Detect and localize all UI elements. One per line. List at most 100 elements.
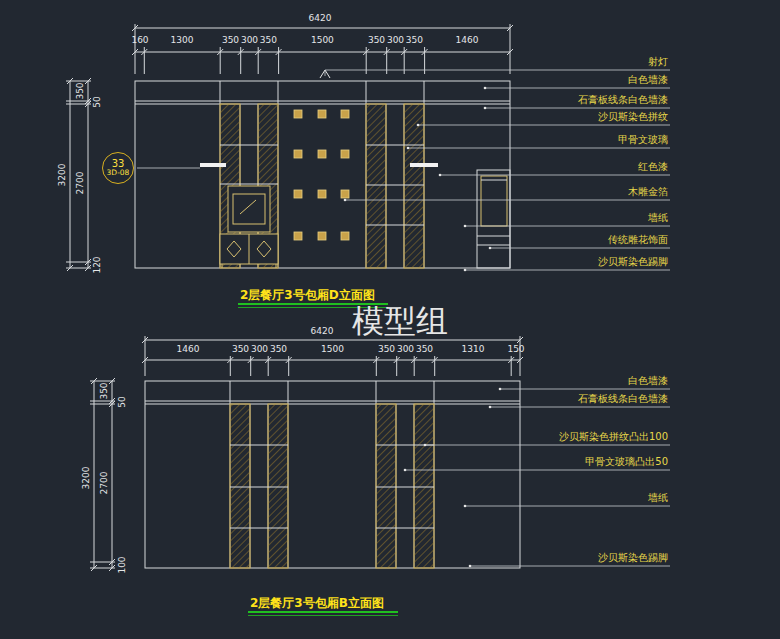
dimension-lines-top-part (132, 49, 513, 55)
leader-ticks-top-part (407, 147, 410, 150)
wall-outline-top-part (135, 101, 510, 102)
dimension: 50 (92, 96, 102, 107)
feature-panel-squares-part (294, 150, 302, 158)
fireplace-cabinet-part (220, 234, 278, 264)
dimension: 300 (241, 35, 258, 45)
wall-outline-bottom (145, 381, 520, 568)
hatched-panels-bottom-part (376, 404, 396, 568)
material-note: 木雕金箔 (628, 185, 668, 199)
dimension: 350 (406, 35, 423, 45)
dimension: 350 (232, 344, 249, 354)
wall-outline-top-part (135, 81, 510, 268)
dimension: 120 (92, 256, 102, 273)
dimension: 1310 (462, 344, 485, 354)
dimension-lines-bottom (90, 336, 523, 571)
material-note: 石膏板线条白色墙漆 (578, 392, 668, 406)
fireplace-cabinet-part (222, 264, 276, 268)
leader-ticks-bottom-part (489, 406, 492, 409)
dimension: 50 (117, 396, 127, 407)
sheet-reference: 3D-08 (107, 169, 130, 177)
dimension: 300 (397, 344, 414, 354)
dimension-lines-top (66, 24, 513, 271)
leader-ticks-bottom (404, 388, 502, 568)
side-cabinet-part (481, 176, 507, 226)
dimension: 6420 (311, 326, 334, 336)
dimension-lines-bottom-part (112, 381, 113, 568)
dimension-lines-top-part (70, 81, 71, 268)
material-note: 墙纸 (648, 491, 668, 505)
dimension: 3200 (57, 164, 67, 187)
leader-ticks-top-part (344, 199, 347, 202)
wall-outline-top-part (135, 104, 510, 105)
dimension: 150 (507, 344, 524, 354)
dimension: 350 (260, 35, 277, 45)
material-note: 沙贝斯染色拼纹 (598, 110, 668, 124)
wall-outline-bottom-part (145, 404, 520, 405)
fireplace-cabinet-part (249, 234, 250, 264)
leader-lines-top-part (325, 70, 670, 76)
leader-ticks-top (344, 87, 492, 272)
dimension: 160 (131, 35, 148, 45)
wall-outline-top (135, 81, 510, 268)
wall-outline-top-part (220, 81, 424, 268)
leader-lines-bottom-part (405, 389, 670, 566)
callout-circle: 333D-08 (102, 152, 135, 185)
watermark: 模型组 (352, 305, 448, 337)
dimension: 1500 (311, 35, 334, 45)
material-note: 红色漆 (638, 160, 668, 174)
material-note: 沙贝斯染色踢脚 (598, 255, 668, 269)
feature-panel-squares-part (294, 190, 302, 198)
leader-ticks-top-part (484, 87, 487, 90)
dimension-lines-top-part (88, 81, 89, 268)
fireplace-cabinet (220, 186, 278, 268)
dimension: 2700 (99, 472, 109, 495)
leader-ticks-bottom-part (469, 565, 472, 568)
dimension: 6420 (309, 13, 332, 23)
dimension-lines-bottom-part (230, 356, 511, 376)
drawing-title: 2层餐厅3号包厢D立面图 (240, 287, 375, 304)
dimension: 100 (117, 556, 127, 573)
feature-panel-squares-part (318, 232, 326, 240)
material-note: 白色墙漆 (628, 73, 668, 87)
hatched-panels-bottom (230, 404, 434, 568)
dimension: 350 (99, 382, 109, 399)
fireplace-cabinet-part (227, 241, 271, 257)
feature-panel-squares-part (341, 190, 349, 198)
side-cabinet (477, 170, 510, 268)
leader-ticks-top-part (439, 174, 442, 177)
dimension: 350 (75, 82, 85, 99)
hatched-panels-bottom-part (230, 404, 250, 568)
feature-panel-squares-part (294, 110, 302, 118)
material-note: 墙纸 (648, 211, 668, 225)
dimension: 350 (378, 344, 395, 354)
leader-ticks-bottom-part (464, 505, 467, 508)
dimension: 300 (251, 344, 268, 354)
dimension-lines-top-part (67, 78, 91, 271)
fireplace-cabinet-part (240, 200, 256, 214)
wall-outline-bottom-part (145, 381, 520, 568)
dimension-lines-bottom-part (91, 378, 115, 571)
side-cabinet-part (477, 170, 510, 268)
wall-outline-bottom-part (230, 381, 434, 568)
wall-lamps-part (200, 163, 226, 167)
drawing-title: 2层餐厅3号包厢B立面图 (250, 595, 384, 612)
hatched-panels-top-part (404, 104, 424, 268)
material-note: 沙贝斯染色踢脚 (598, 551, 668, 565)
dimension: 3200 (81, 467, 91, 490)
side-cabinet-part (477, 180, 510, 245)
shelves-bottom (230, 445, 434, 528)
leader-lines-top-part (345, 88, 670, 270)
dimension: 350 (368, 35, 385, 45)
title-underline-bottom (248, 612, 398, 616)
leader-ticks-top-part (464, 225, 467, 228)
wall-lamps-part (410, 163, 438, 167)
material-note: 甲骨文玻璃 (618, 133, 668, 147)
feature-panel-squares-part (341, 110, 349, 118)
feature-panel-squares-part (341, 150, 349, 158)
leader-ticks-top-part (484, 107, 487, 110)
shelves-bottom-part (230, 445, 434, 528)
dimension-lines-bottom-part (142, 336, 523, 376)
dimension: 1460 (456, 35, 479, 45)
dimension-lines-top-part (135, 28, 510, 29)
